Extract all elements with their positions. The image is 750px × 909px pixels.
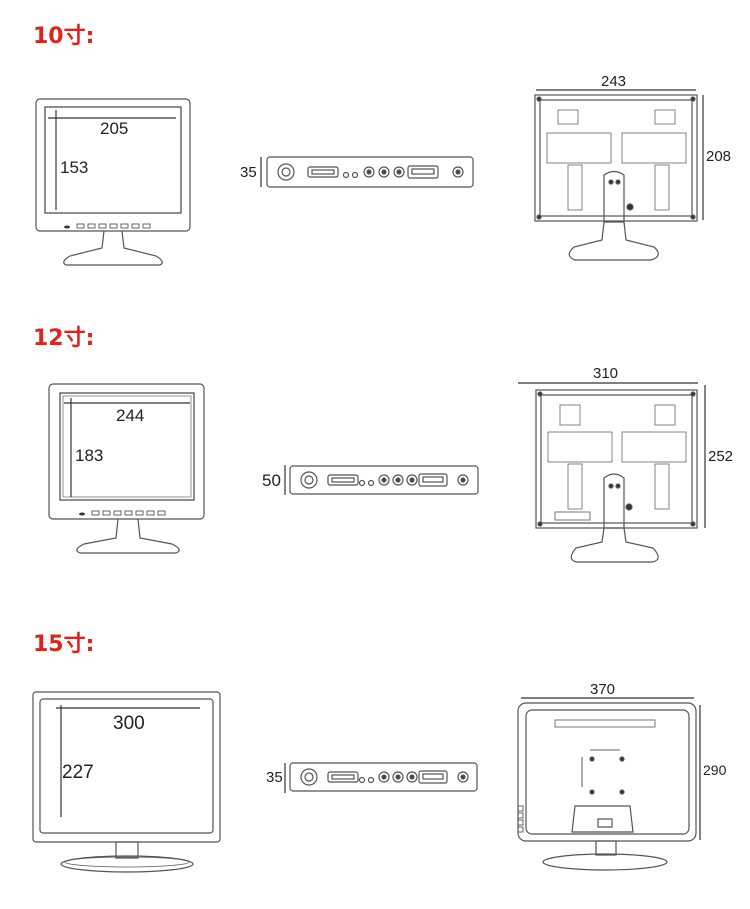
side-view-15 <box>284 762 478 793</box>
back-width-label-10: 243 <box>601 73 627 90</box>
back-height-label-15: 290 <box>703 762 727 778</box>
back-view-15 <box>517 697 701 871</box>
back-height-label-12: 252 <box>708 448 734 465</box>
section-title-12: 12寸: <box>33 326 95 351</box>
section-title-15: 15寸: <box>33 632 95 657</box>
back-width-label-12: 310 <box>593 365 619 382</box>
front-height-label-12: 183 <box>75 446 104 465</box>
front-view-10 <box>35 98 191 266</box>
front-width-label-10: 205 <box>100 119 129 138</box>
section-title-10: 10寸: <box>33 24 95 49</box>
front-width-label-12: 244 <box>116 406 145 425</box>
back-width-label-15: 370 <box>590 681 616 698</box>
front-view-15 <box>32 691 221 873</box>
side-depth-label-10: 35 <box>240 164 257 181</box>
side-depth-label-15: 35 <box>266 769 283 786</box>
back-view-10 <box>534 89 704 261</box>
back-view-12 <box>518 382 706 563</box>
front-width-label-15: 300 <box>113 713 145 734</box>
front-height-label-15: 227 <box>62 762 94 783</box>
side-view-12 <box>284 465 479 495</box>
front-height-label-10: 153 <box>60 158 89 177</box>
front-view-12 <box>48 383 205 554</box>
side-depth-label-12: 50 <box>262 471 281 490</box>
side-view-10 <box>260 156 474 188</box>
back-height-label-10: 208 <box>706 148 732 165</box>
